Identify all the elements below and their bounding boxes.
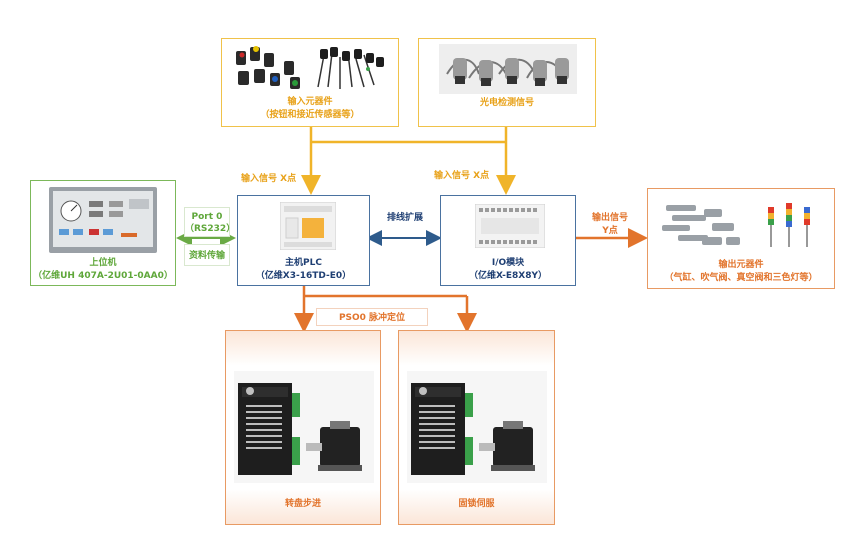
output-components-title: 输出元器件 bbox=[718, 260, 764, 270]
data-transfer-label: 资料传输 bbox=[188, 251, 225, 261]
input-signal-label-right: 输入信号 X点 bbox=[434, 171, 490, 181]
locking-servo-title: 固锁伺服 bbox=[458, 499, 495, 509]
output-components-box: 输出元器件 （气缸、吹气阀、真空阀和三色灯等） bbox=[647, 188, 835, 289]
output-components-subtitle: （气缸、吹气阀、真空阀和三色灯等） bbox=[664, 273, 818, 283]
output-components-photo bbox=[658, 197, 826, 253]
main-plc-subtitle: （亿维X3-16TD-E0） bbox=[255, 271, 352, 281]
hmi-subtitle: （亿维UH 407A-2U01-0AA0） bbox=[33, 271, 173, 281]
hmi-screen-photo bbox=[49, 187, 157, 253]
port-label-line2: （RS232） bbox=[185, 224, 236, 234]
stepper-driver-photo bbox=[234, 371, 374, 483]
servo-driver-photo bbox=[407, 371, 547, 483]
hmi-title: 上位机 bbox=[89, 258, 117, 268]
data-transfer-box: 资料传输 bbox=[184, 244, 230, 266]
input-components-box: 输入元器件 （按钮和接近传感器等） bbox=[221, 38, 399, 127]
input-signal-label-left: 输入信号 X点 bbox=[241, 174, 297, 184]
turntable-stepper-title: 转盘步进 bbox=[284, 499, 321, 509]
cable-expansion-label: 排线扩展 bbox=[386, 213, 423, 223]
io-module-subtitle: （亿维X-E8X8Y） bbox=[468, 271, 548, 281]
photoelectric-sensors-photo bbox=[439, 44, 577, 94]
input-signal-connector bbox=[301, 126, 516, 195]
io-module-title: I/O模块 bbox=[491, 258, 525, 268]
input-components-subtitle: （按钮和接近传感器等） bbox=[260, 110, 360, 120]
output-signal-line2: Y点 bbox=[602, 226, 618, 236]
port-label-line1: Port 0 bbox=[191, 212, 223, 222]
main-plc-title: 主机PLC bbox=[285, 258, 322, 268]
locking-servo-box: 固锁伺服 bbox=[398, 330, 555, 525]
photoelectric-signal-box: 光电检测信号 bbox=[418, 38, 596, 127]
output-signal-line1: 输出信号 bbox=[591, 213, 628, 223]
main-plc-box: 主机PLC （亿维X3-16TD-E0） bbox=[237, 195, 370, 286]
io-module-photo bbox=[475, 204, 545, 248]
io-module-box: I/O模块 （亿维X-E8X8Y） bbox=[440, 195, 576, 286]
input-components-title: 输入元器件 bbox=[287, 97, 333, 107]
pulse-label: PSO0 脉冲定位 bbox=[338, 313, 406, 323]
port-label-box: Port 0 （RS232） bbox=[184, 207, 236, 237]
turntable-stepper-box: 转盘步进 bbox=[225, 330, 381, 525]
pulse-label-box: PSO0 脉冲定位 bbox=[316, 308, 428, 326]
hmi-box: 上位机 （亿维UH 407A-2U01-0AA0） bbox=[30, 180, 176, 286]
buttons-sensors-photo bbox=[228, 43, 392, 93]
pulse-connector bbox=[294, 286, 477, 333]
plc-photo bbox=[280, 202, 336, 250]
photoelectric-signal-title: 光电检测信号 bbox=[479, 98, 534, 108]
